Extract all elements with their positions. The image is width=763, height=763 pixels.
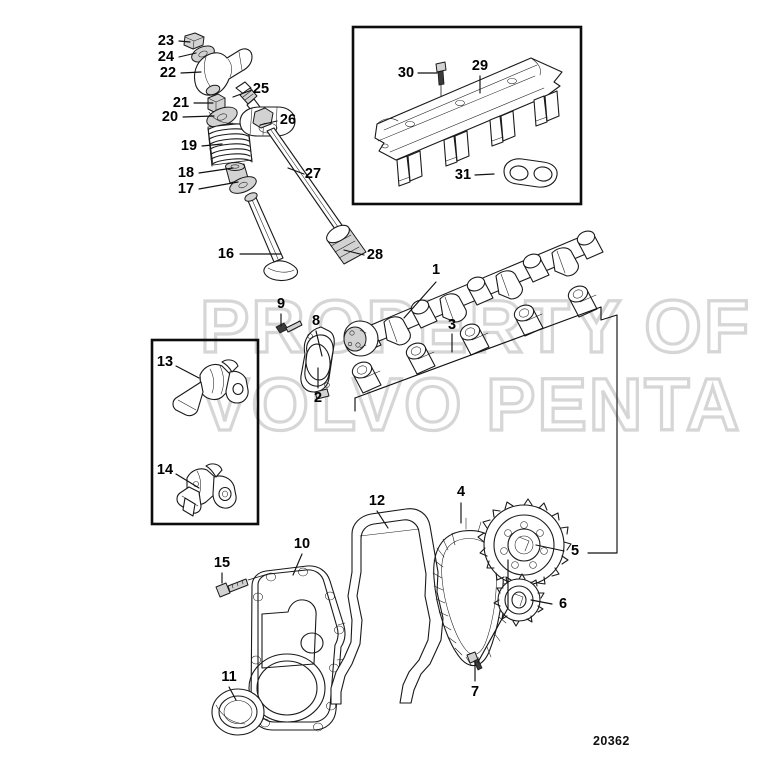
thrust-plate-part: [300, 326, 335, 393]
timing-cover-gasket-part: [330, 508, 444, 705]
callout-rocker-pivot[interactable]: 26: [280, 112, 296, 128]
camshaft-bearing: [459, 323, 490, 356]
callout-valve-spring-seat[interactable]: 17: [178, 181, 194, 197]
rocker-nut-part: [183, 32, 205, 50]
timing-cover-part: [248, 565, 346, 732]
leader-rocker-pivot: [259, 120, 278, 126]
callout-thrust-plate[interactable]: 8: [312, 313, 320, 329]
cam-journal: [522, 253, 550, 283]
camshaft-position-sensor-part: [172, 359, 249, 417]
callout-crankshaft-seal[interactable]: 11: [221, 669, 236, 685]
leader-valve-spring-seat: [198, 181, 239, 190]
woodruff-key-part: [314, 388, 330, 400]
rocker-arm-part: [193, 48, 253, 96]
valve-train-assembly: [183, 32, 367, 282]
figure-number: 20362: [593, 734, 630, 748]
callout-rocker-nut[interactable]: 23: [158, 33, 174, 49]
leader-crankshaft-seal: [228, 686, 237, 701]
callout-crankshaft-position-sensor[interactable]: 14: [157, 462, 173, 478]
camshaft-bearing: [405, 342, 436, 375]
valve-tappet-part: [326, 224, 367, 265]
callout-rocker-arm[interactable]: 22: [160, 65, 176, 81]
sprocket-bolt-part: [466, 559, 509, 671]
leader-crankshaft-sprocket: [530, 599, 553, 605]
camshaft-part: [343, 230, 604, 357]
leader-crankshaft-position-sensor: [175, 473, 200, 489]
valve-cover-rail-inset: [351, 25, 583, 206]
callout-timing-chain[interactable]: 4: [457, 484, 465, 500]
leader-spacer-plate: [474, 173, 495, 176]
leader-adjusting-screw: [232, 89, 253, 98]
callout-push-rod[interactable]: 27: [305, 166, 321, 182]
watermark-line-2: VOLVO PENTA: [200, 363, 741, 446]
leader-camshaft-sprocket: [535, 544, 565, 552]
callout-camshaft-bearing[interactable]: 3: [448, 317, 456, 333]
callout-timing-cover-gasket[interactable]: 12: [369, 493, 385, 509]
leader-rocker-arm: [180, 71, 202, 74]
cam-lobe: [383, 316, 411, 346]
cam-journal: [466, 276, 494, 306]
callout-valve-cover-rail[interactable]: 29: [472, 58, 488, 74]
thrust-plate-bolt-part: [275, 320, 303, 334]
callout-timing-cover[interactable]: 10: [294, 536, 310, 552]
leader-timing-cover-gasket: [376, 510, 389, 529]
callout-valve-collet[interactable]: 21: [173, 95, 189, 111]
callout-camshaft[interactable]: 1: [432, 262, 440, 278]
leader-push-rod: [287, 167, 305, 175]
callout-adjusting-screw[interactable]: 25: [253, 81, 269, 97]
valve-cover-rail-part: [374, 57, 563, 187]
cam-journal: [410, 299, 438, 329]
leader-camshaft: [403, 281, 437, 319]
cam-lobe: [551, 247, 579, 277]
callout-valve-stem-seal[interactable]: 18: [178, 165, 194, 181]
valve-part: [244, 192, 299, 282]
camshaft-bearing: [513, 304, 544, 337]
spacer-plate-part: [503, 158, 558, 188]
callout-crankshaft-sprocket[interactable]: 6: [559, 596, 567, 612]
callout-sprocket-bolt[interactable]: 7: [471, 684, 479, 700]
camshaft-bearing: [567, 285, 598, 318]
sensor-inset: [150, 338, 260, 526]
callout-leaders: [175, 40, 565, 701]
camshaft-bearings-group: [351, 285, 618, 554]
leader-spring-retainer: [182, 115, 215, 118]
cam-lobe: [439, 293, 467, 323]
leader-valve-tappet: [343, 249, 365, 256]
valve-spring-seat-part: [229, 176, 257, 194]
callout-camshaft-position-sensor[interactable]: 13: [157, 354, 173, 370]
leader-camshaft-position-sensor: [175, 365, 200, 379]
callout-valve[interactable]: 16: [218, 246, 234, 262]
leader-rocker-nut: [178, 40, 191, 43]
crankshaft-seal-part: [211, 688, 265, 736]
leader-rocker-washer: [178, 52, 197, 58]
leader-thrust-plate: [315, 330, 323, 357]
callout-camshaft-sprocket[interactable]: 5: [571, 543, 579, 559]
timing-cover-bolt-part: [215, 573, 269, 598]
callout-spacer-plate[interactable]: 31: [455, 167, 471, 183]
leader-timing-cover: [292, 553, 303, 576]
callout-spring-retainer[interactable]: 20: [162, 109, 178, 125]
crankshaft-position-sensor-part: [176, 463, 237, 517]
callout-timing-cover-bolt[interactable]: 15: [214, 555, 230, 571]
callout-valve-tappet[interactable]: 28: [367, 247, 383, 263]
cam-end: [576, 230, 604, 260]
callout-woodruff-key[interactable]: 2: [314, 390, 322, 406]
callout-labels: 1234567891011121314151617181920212223242…: [157, 33, 579, 700]
camshaft-bearing: [351, 361, 382, 394]
callout-rocker-washer[interactable]: 24: [158, 49, 174, 65]
callout-thrust-plate-bolt[interactable]: 9: [277, 296, 285, 312]
callout-valve-spring[interactable]: 19: [181, 138, 197, 154]
leader-valve-stem-seal: [198, 167, 234, 174]
camshaft-front-flange: [343, 320, 379, 357]
leader-valve-spring: [201, 143, 223, 147]
callout-rail-bolt[interactable]: 30: [398, 65, 414, 81]
cam-lobe: [495, 270, 523, 300]
